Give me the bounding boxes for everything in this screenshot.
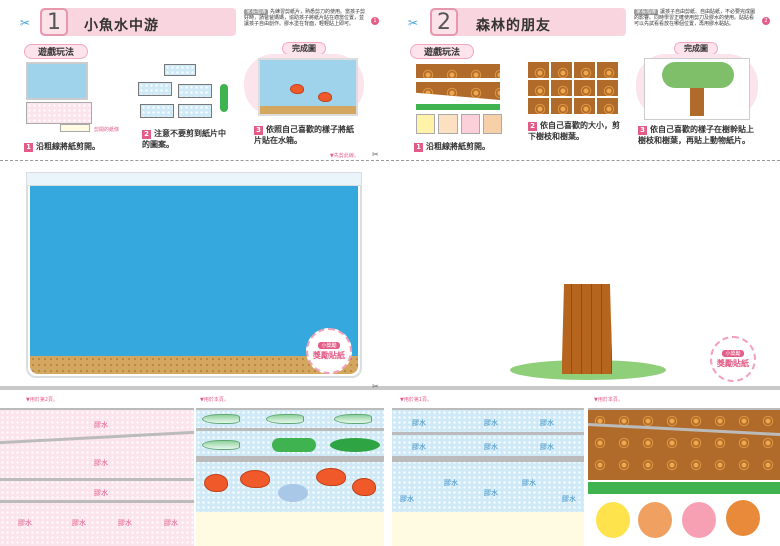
fish-tank-sand: [30, 356, 358, 374]
glue-label: 膠水: [484, 443, 498, 451]
left-play-label: 遊戲玩法: [24, 44, 88, 59]
glue-label: 膠水: [522, 479, 536, 487]
glue-label: 膠水: [118, 519, 132, 527]
blue-strip-divider-2: [392, 456, 584, 462]
left-step2-piece-c: [178, 84, 212, 98]
glue-label: 膠水: [540, 443, 554, 451]
left-reward-sticker-slot[interactable]: 小獎勵 獎勵貼紙: [306, 328, 352, 374]
goldfish-cutout-icon[interactable]: [240, 470, 270, 488]
left-activity-number: 1: [40, 8, 68, 36]
bottom-left-scissors-icon[interactable]: ✂: [372, 382, 379, 391]
bubble-cutout-icon[interactable]: [278, 484, 308, 502]
left-first-cut: ▼先剪此線。: [330, 153, 359, 159]
right-header: [430, 8, 626, 36]
fish-cutout-icon[interactable]: [202, 414, 240, 424]
glue-label: 膠水: [562, 495, 576, 503]
right-done-tree-trunk: [690, 86, 704, 116]
glue-label: 膠水: [94, 489, 108, 497]
right-step2-pieces: [528, 62, 618, 114]
left-step2-piece-d: [140, 104, 174, 118]
wood-strip-panel[interactable]: [588, 408, 780, 480]
left-done-ground: [260, 106, 356, 114]
left-done-goldfish-icon-2: [318, 92, 332, 102]
right-activity-number: 2: [430, 8, 458, 36]
goldfish-cutout-icon[interactable]: [316, 468, 346, 486]
left-activity-title: 小魚水中游: [84, 18, 159, 34]
right-page-use-a: ▼用於第1頁。: [400, 397, 433, 403]
glue-label: 膠水: [164, 519, 178, 527]
fish-panel-bottom: [196, 512, 384, 546]
top-cut-line: [0, 160, 780, 161]
left-step2-piece-e: [178, 104, 212, 118]
right-reward-sticker-slot[interactable]: 小獎勵 獎勵貼紙: [710, 336, 756, 382]
glue-label: 膠水: [18, 519, 32, 527]
glue-label: 膠水: [72, 519, 86, 527]
right-parent-note: 家長指導讓孩子自由剪紙、自由貼紙，不必要完成圖的影響。同時學習正確使用剪刀及膠水…: [634, 9, 756, 27]
left-first-cut-scissors-icon[interactable]: ✂: [372, 150, 379, 159]
glue-label: 膠水: [412, 419, 426, 427]
glue-label: 膠水: [444, 479, 458, 487]
right-done-tree-leaves: [662, 62, 734, 88]
fish-tank-water[interactable]: [30, 186, 358, 358]
right-note-badge: 2: [762, 17, 770, 25]
fish-strip-divider: [196, 456, 384, 462]
right-page-use-b: ▼用於本頁。: [594, 397, 623, 403]
right-step1-animals: [416, 114, 502, 134]
glue-label: 膠水: [412, 443, 426, 451]
blue-strip-divider-1: [392, 432, 584, 435]
left-step1-strip-line: [60, 124, 90, 132]
blue-panel-bottom: [392, 512, 584, 546]
left-step1-illustration: [26, 62, 88, 100]
fish-tank-top-rim: [26, 172, 362, 186]
right-step1-branch-strip-2: [416, 82, 500, 100]
pink-strip-panel[interactable]: [0, 408, 194, 546]
tree-trunk[interactable]: [562, 284, 612, 374]
glue-label: 膠水: [540, 419, 554, 427]
right-scissors-icon: ✂: [408, 16, 419, 30]
left-note-badge: 1: [371, 17, 379, 25]
pink-strip-divider-2: [0, 478, 194, 481]
glue-label: 膠水: [94, 459, 108, 467]
left-step2-piece-b: [138, 82, 172, 96]
right-step1-branch-strip: [416, 64, 500, 78]
right-activity-title: 森林的朋友: [476, 18, 551, 34]
squirrel-cutout-icon[interactable]: [726, 500, 760, 536]
glue-label: 膠水: [484, 489, 498, 497]
right-step1-grass-strip: [416, 104, 500, 110]
chick-cutout-icon[interactable]: [596, 502, 630, 538]
leaf-cutout-icon[interactable]: [330, 438, 380, 452]
glue-label: 膠水: [400, 495, 414, 503]
goldfish-cutout-icon[interactable]: [204, 474, 228, 492]
fish-cutout-icon[interactable]: [202, 440, 240, 450]
left-step1-strips: [26, 102, 92, 124]
left-cut-note: 剪開的紙條: [94, 127, 120, 133]
fish-strip-divider: [196, 428, 384, 431]
right-play-label: 遊戲玩法: [410, 44, 474, 59]
bird-cutout-icon[interactable]: [682, 502, 716, 538]
left-page-use-b: ▼用於本頁。: [200, 397, 229, 403]
owl-cutout-icon[interactable]: [638, 502, 672, 538]
goldfish-cutout-icon[interactable]: [352, 478, 376, 496]
left-step2-piece-a: [164, 64, 196, 76]
fish-cutout-icon[interactable]: [266, 414, 304, 424]
left-step2-plant-icon: [220, 84, 228, 112]
left-header: [40, 8, 236, 36]
grass-strip[interactable]: [588, 482, 780, 494]
left-scissors-icon: ✂: [20, 16, 31, 30]
left-page-use-a: ▼用於第2頁。: [26, 397, 59, 403]
left-done-goldfish-icon: [290, 84, 304, 94]
left-parent-note: 家長指導先練習剪紙片，熟悉剪刀的使用。當孩子剪好時，請爸爸媽媽，協助孩子將紙片貼…: [244, 9, 366, 27]
glue-label: 膠水: [94, 421, 108, 429]
pink-strip-divider-3: [0, 500, 194, 503]
bottom-divider: [0, 386, 780, 390]
fish-cutout-icon[interactable]: [334, 414, 372, 424]
glue-label: 膠水: [484, 419, 498, 427]
plant-cutout-icon[interactable]: [272, 438, 316, 452]
